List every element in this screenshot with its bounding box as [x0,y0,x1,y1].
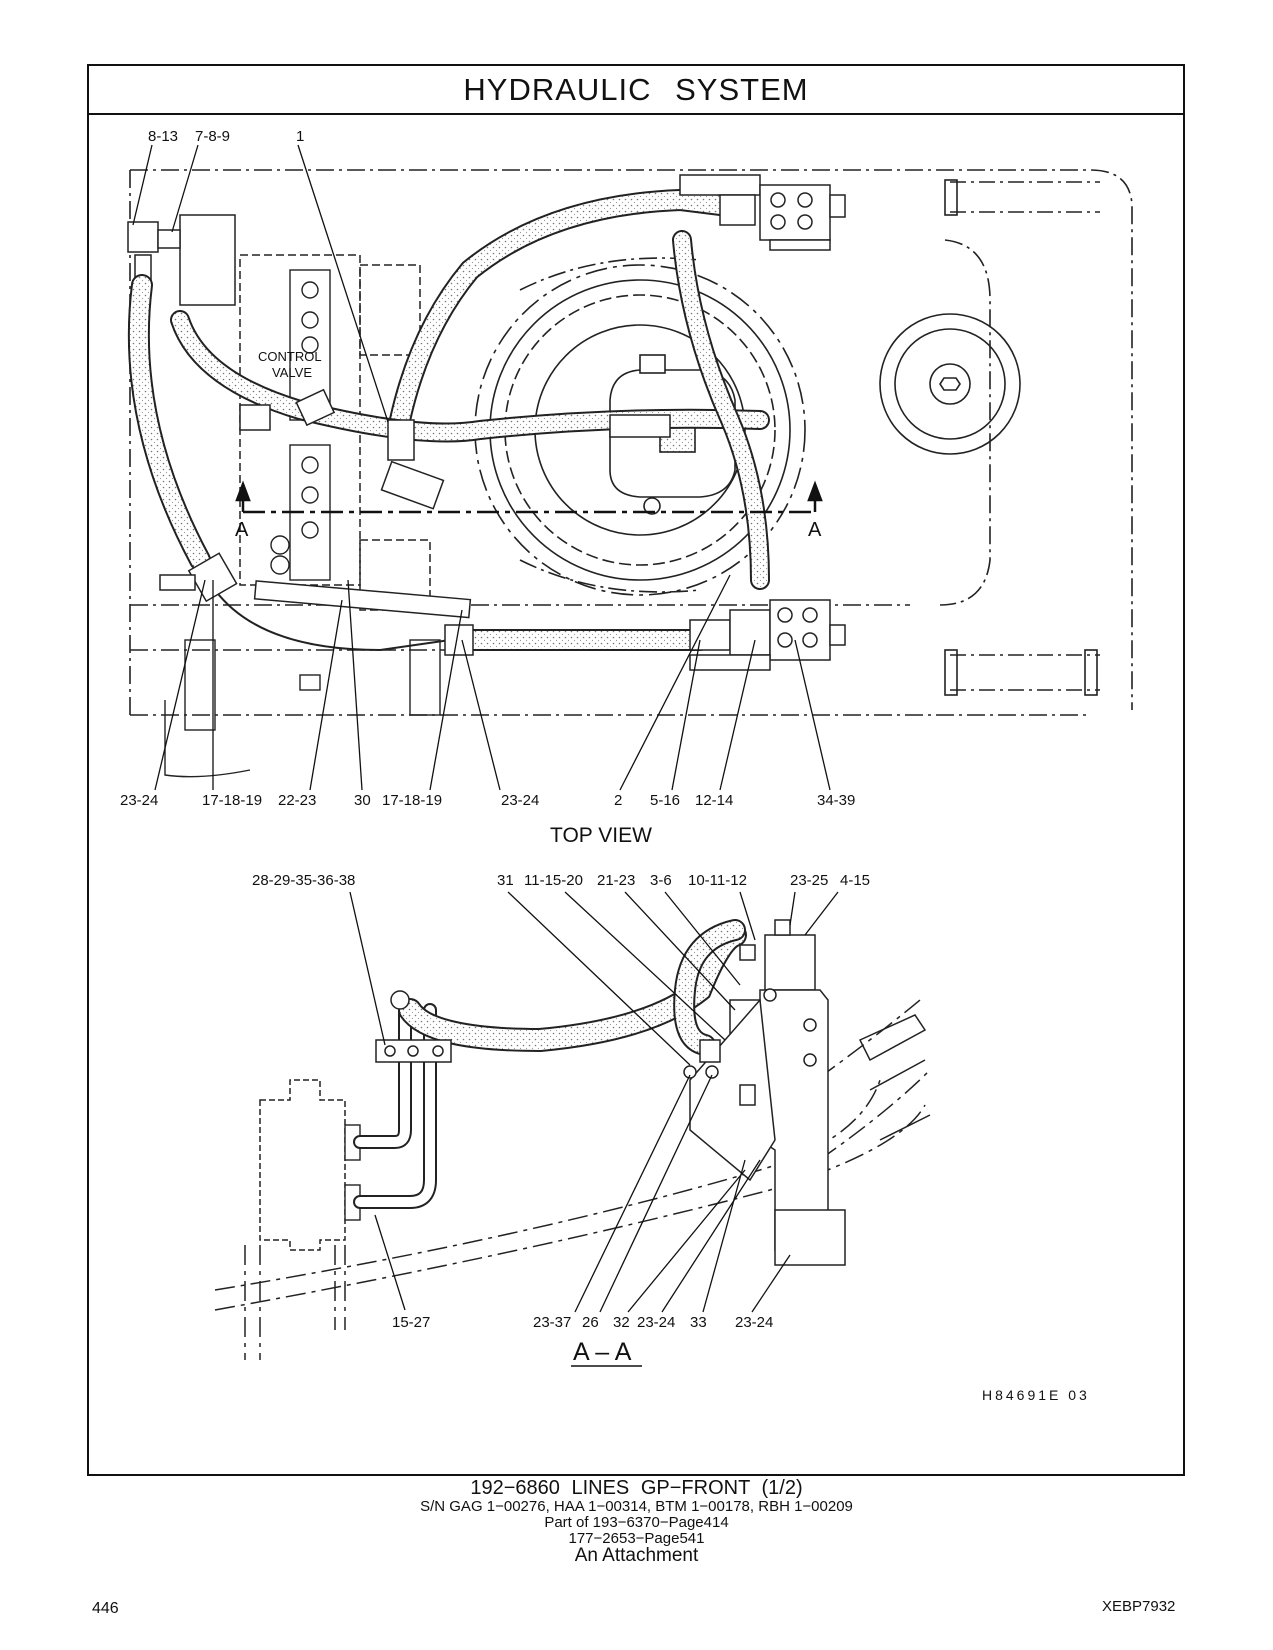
callout-5-16: 5-16 [650,792,680,809]
left-valve-block [127,214,236,306]
callout-22-23: 22-23 [278,792,316,809]
callout-23-24-c: 23-24 [637,1314,675,1331]
callout-10-11-12: 10-11-12 [688,872,747,889]
callout-34-39: 34-39 [817,792,855,809]
callout-33: 33 [690,1314,707,1331]
callout-26: 26 [582,1314,599,1331]
section-caption: A – A [573,1338,632,1366]
section-marker-left: A [235,519,249,541]
frame-rails [950,181,1100,691]
footer-line-5: An Attachment [574,1545,699,1567]
drawing-frame: HYDRAULIC SYSTEM [87,64,1185,1476]
callout-30: 30 [354,792,371,809]
section-control-valve [259,1079,346,1251]
callout-23-37: 23-37 [533,1314,571,1331]
callout-28-29-35-36-38: 28-29-35-36-38 [252,872,355,889]
control-valve-label-2: VALVE [272,365,312,380]
callout-23-25: 23-25 [790,872,828,889]
drawing-code: H84691E 03 [982,1387,1090,1403]
callout-23-24-a: 23-24 [120,792,158,809]
page-title: HYDRAULIC SYSTEM [89,66,1183,115]
section-leaders [349,891,839,1313]
callout-4-15: 4-15 [840,872,870,889]
hydraulic-diagram: CONTROL VALVE [120,128,1133,1403]
footer-line-3: Part of 193−6370−Page414 [544,1513,729,1531]
callout-23-24-d: 23-24 [735,1314,773,1331]
callout-1: 1 [296,128,304,145]
section-tubes [353,919,747,1209]
footer-line-2: S/N GAG 1−00276, HAA 1−00314, BTM 1−0017… [420,1498,853,1515]
section-valve-assembly [683,919,846,1266]
callout-15-27: 15-27 [392,1314,430,1331]
callout-31: 31 [497,872,514,889]
section-frame-lines [214,999,931,1360]
section-clamp [375,990,452,1063]
callout-3-6: 3-6 [650,872,672,889]
callout-32: 32 [613,1314,630,1331]
section-marker-right: A [808,519,822,541]
rail-ends [944,179,1098,696]
callout-17-18-19-b: 17-18-19 [382,792,442,809]
callout-11-15-20: 11-15-20 [524,872,583,889]
section-line [235,480,823,514]
footer-line-1: 192−6860 LINES GP−FRONT (1/2) [470,1477,803,1499]
top-right-valve [679,174,846,251]
footer: 192−6860 LINES GP−FRONT (1/2) S/N GAG 1−… [0,1478,1273,1566]
callout-2: 2 [614,792,622,809]
callout-23-24-b: 23-24 [501,792,539,809]
control-valve-label-1: CONTROL [258,349,322,364]
bottom-right-valve [689,599,846,671]
top-view-caption: TOP VIEW [550,824,652,847]
callout-8-13: 8-13 [148,128,178,145]
page-number: 446 [92,1600,119,1617]
top-view-leaders [132,144,831,791]
footer-line-4: 177−2653−Page541 [568,1529,705,1547]
callout-21-23: 21-23 [597,872,635,889]
document-code: XEBP7932 [1102,1598,1176,1615]
callout-7-8-9: 7-8-9 [195,128,230,145]
callout-17-18-19-a: 17-18-19 [202,792,262,809]
section-boom [858,1014,931,1141]
swivel-plate [879,313,1021,455]
callout-12-14: 12-14 [695,792,733,809]
lower-brackets [164,639,441,778]
